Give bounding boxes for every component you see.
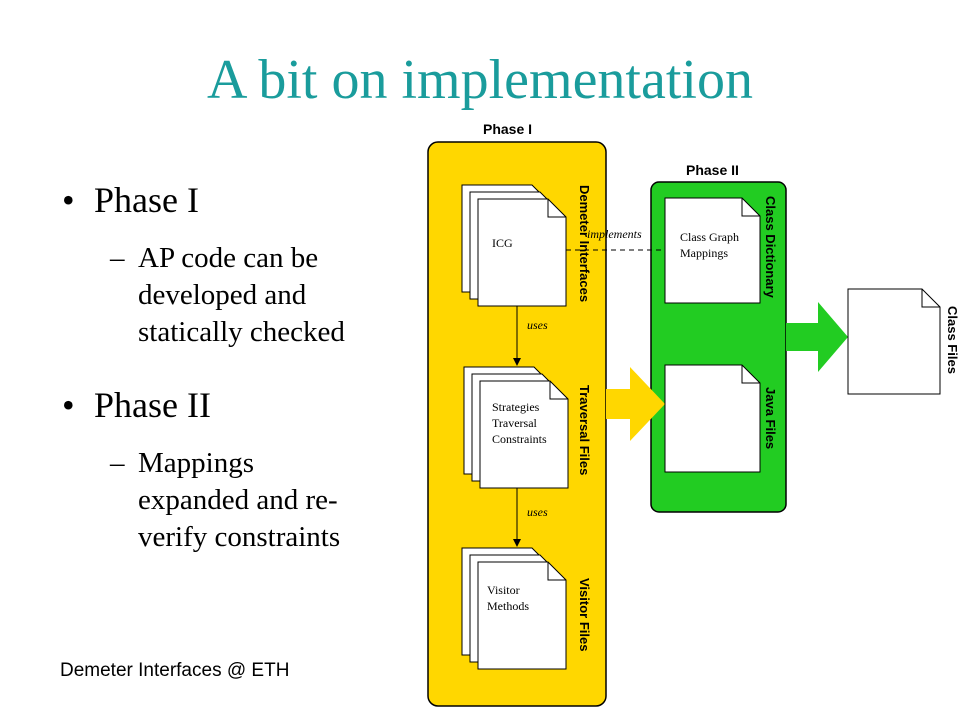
strategies-document-stack: Strategies Traversal Constraints [463,366,569,489]
java-files-document [664,364,761,473]
sub-bullet-line: expanded and re- [138,484,338,516]
phase-1-title: Phase I [483,121,532,137]
phase-2-to-class-files-arrow [786,302,848,372]
bullet-phase-1: • Phase I [62,180,199,220]
sub-bullet-line: AP code can be [138,242,319,274]
class-graph-document: Class Graph Mappings [664,197,761,304]
icg-label: ICG [492,236,513,250]
visitor-label-line: Visitor [487,583,520,597]
sub-bullet-dash: – [110,242,125,274]
java-files-document-fold [741,365,760,384]
class-graph-label-line: Mappings [680,246,728,260]
strategies-label-line: Constraints [492,432,547,446]
bullet-dot: • [62,385,75,425]
bullet-label: Phase I [94,180,199,220]
strategies-label-line: Traversal [492,416,538,430]
strategies-label-line: Strategies [492,400,540,414]
visitor-document-stack: Visitor Methods [461,547,567,670]
class-files-document [847,288,941,395]
phase-1-to-2-arrow [606,367,665,441]
sub-bullet-line: developed and [138,279,307,311]
slide-footer: Demeter Interfaces @ ETH [60,660,290,681]
bullet-label: Phase II [94,385,211,425]
uses-label-1: uses [527,318,548,332]
class-dictionary-label: Class Dictionary [763,196,778,299]
slide-title: A bit on implementation [207,49,753,111]
implements-label: implements [587,227,642,241]
java-files-label: Java Files [763,387,778,449]
class-files-label: Class Files [945,306,960,374]
bullet-dot: • [62,180,75,220]
sub-bullet-dash: – [110,447,125,479]
sub-bullet-line: statically checked [138,316,345,348]
visitor-label-line: Methods [487,599,529,613]
traversal-files-label: Traversal Files [577,385,592,475]
visitor-files-label: Visitor Files [577,578,592,651]
icg-document-stack: ICG [461,184,567,307]
class-files-document-fold [921,289,940,308]
sub-bullet-line: verify constraints [138,521,341,553]
sub-bullet-line: Mappings [138,447,254,479]
uses-label-2: uses [527,505,548,519]
bullet-phase-2: • Phase II [62,385,211,425]
phase-2-title: Phase II [686,162,739,178]
demeter-interfaces-label: Demeter Interfaces [577,185,592,302]
class-graph-label-line: Class Graph [680,230,739,244]
